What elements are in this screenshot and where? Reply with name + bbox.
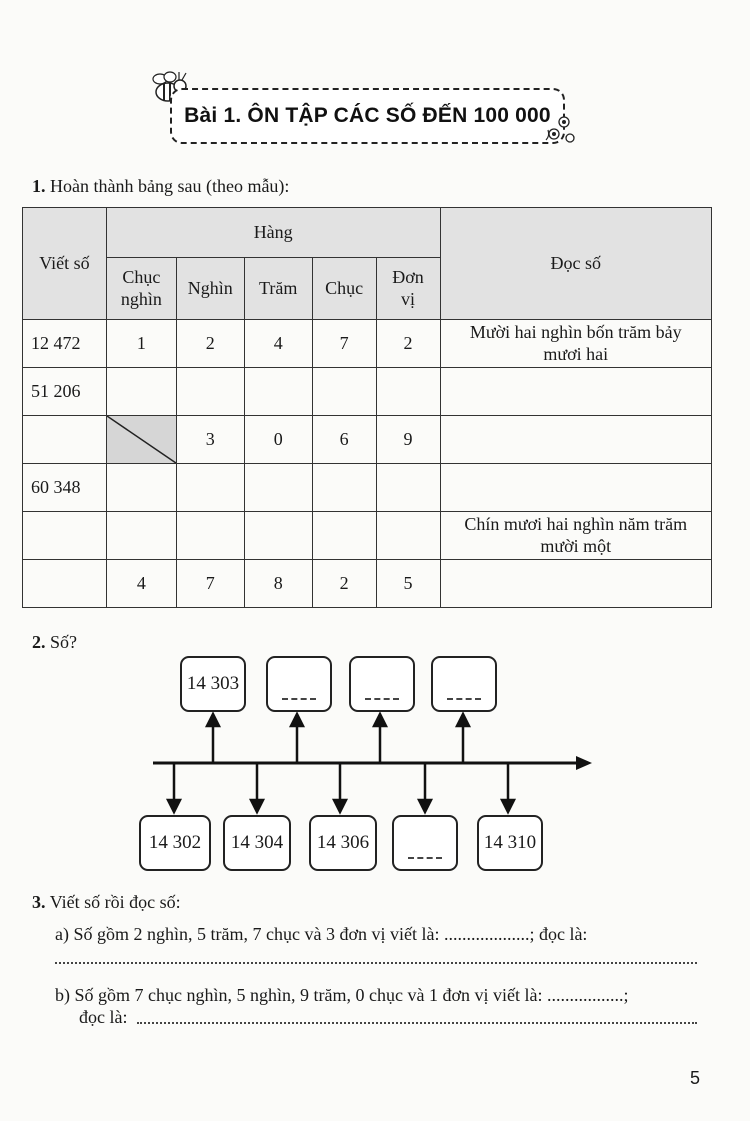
cell-doc-so[interactable] [439,463,713,512]
cell-viet-so: 12 472 [22,319,107,368]
exercise-3b-text: b) Số gồm 7 chục nghìn, 5 nghìn, 9 trăm,… [55,985,629,1005]
cell-nghin: 2 [175,319,245,368]
cell-don-vi: 5 [375,559,441,608]
cell-nghin[interactable] [175,463,245,512]
cell-nghin[interactable] [175,367,245,416]
cell-tram[interactable] [243,511,313,560]
header-viet-so: Viết số [22,207,107,320]
cell-viet-so[interactable] [22,559,107,608]
exercise-3-heading: 3. Viết số rồi đọc số: [32,892,181,912]
number-box-top-blank[interactable] [349,656,415,712]
number-box-bottom: 14 304 [223,815,291,871]
table-row: 3 0 6 9 [22,415,713,464]
cell-doc-so[interactable] [439,559,713,608]
cell-chuc-nghin: 4 [105,559,177,608]
header-hang: Hàng [105,207,441,258]
cell-doc-so[interactable] [439,415,713,464]
header-nghin: Nghìn [175,257,245,320]
number-box-bottom-blank[interactable] [392,815,458,871]
exercise-3a-text: a) Số gồm 2 nghìn, 5 trăm, 7 chục và 3 đ… [55,924,588,944]
number-box-bottom: 14 310 [477,815,543,871]
cell-doc-so[interactable] [439,367,713,416]
table-row: 12 472 1 2 4 7 2 Mười hai nghìn bốn trăm… [22,319,713,368]
cell-chuc-nghin[interactable] [105,511,177,560]
cell-tram: 8 [243,559,313,608]
cell-tram[interactable] [243,367,313,416]
cell-tram: 0 [243,415,313,464]
bee-icon [152,71,187,102]
cell-chuc-nghin-crossed [105,415,177,464]
exercise-3b-answer-line[interactable] [137,1022,697,1024]
cell-don-vi: 9 [375,415,441,464]
cell-viet-so: 51 206 [22,367,107,416]
cell-don-vi[interactable] [375,463,441,512]
cell-viet-so: 60 348 [22,463,107,512]
title-banner: Bài 1. ÔN TẬP CÁC SỐ ĐẾN 100 000 [170,88,565,144]
cell-tram[interactable] [243,463,313,512]
cell-don-vi: 2 [375,319,441,368]
number-box-bottom: 14 306 [309,815,377,871]
cell-chuc[interactable] [311,511,377,560]
exercise-3b-text-2: đọc là: [79,1007,128,1027]
header-tram: Trăm [243,257,313,320]
exercise-2-heading: 2. Số? [32,632,77,652]
cell-nghin: 3 [175,415,245,464]
page-number: 5 [689,1068,700,1088]
cell-don-vi[interactable] [375,511,441,560]
number-box-top-blank[interactable] [431,656,497,712]
exercise-3a-answer-line[interactable] [55,962,697,964]
cell-viet-so[interactable] [22,511,107,560]
cell-chuc: 6 [311,415,377,464]
header-doc-so: Đọc số [439,207,713,320]
exercise-1-heading: 1. Hoàn thành bảng sau (theo mẫu): [32,176,290,196]
number-box-top-blank[interactable] [266,656,332,712]
number-box-top: 14 303 [180,656,246,712]
diagonal-strike [106,416,176,463]
cell-nghin[interactable] [175,511,245,560]
cell-chuc[interactable] [311,367,377,416]
lesson-title: Bài 1. ÔN TẬP CÁC SỐ ĐẾN 100 000 [184,104,551,127]
table-row: 60 348 [22,463,713,512]
cell-chuc-nghin[interactable] [105,463,177,512]
flower-icon [545,116,575,143]
cell-tram: 4 [243,319,313,368]
table-row: 4 7 8 2 5 [22,559,713,608]
number-box-bottom: 14 302 [139,815,211,871]
table-row: 51 206 [22,367,713,416]
cell-chuc-nghin[interactable] [105,367,177,416]
cell-chuc[interactable] [311,463,377,512]
cell-chuc: 7 [311,319,377,368]
cell-chuc-nghin: 1 [105,319,177,368]
cell-nghin: 7 [175,559,245,608]
header-chuc: Chục [311,257,377,320]
cell-viet-so[interactable] [22,415,107,464]
cell-chuc: 2 [311,559,377,608]
cell-don-vi[interactable] [375,367,441,416]
